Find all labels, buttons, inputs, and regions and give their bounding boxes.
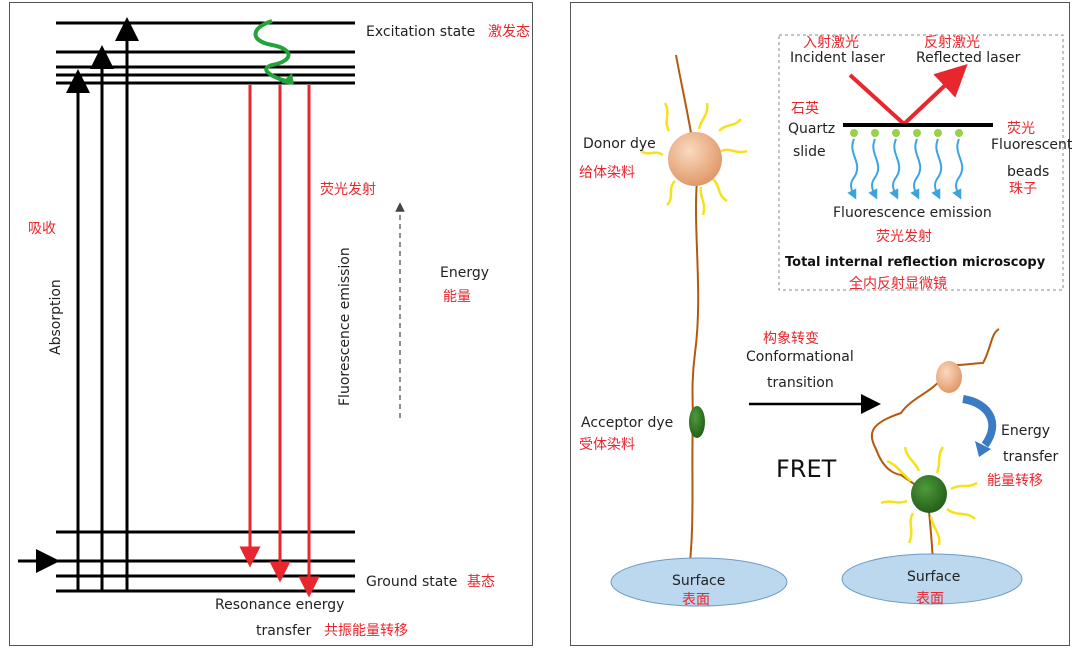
energy-transfer-cn: 能量转移 (987, 473, 1043, 489)
incident-laser-beam (848, 73, 906, 126)
absorption-cn: 吸收 (28, 221, 56, 237)
donor-cn: 给体染料 (579, 165, 635, 181)
ground-cn: 基态 (467, 573, 495, 590)
tirf-title: Total internal reflection microscopy (785, 255, 1046, 270)
beads-label-line1: Fluorescent (991, 137, 1073, 153)
energy-transfer-label-line2: transfer (1003, 449, 1059, 465)
emission-label: Fluorescence emission (833, 205, 992, 221)
acceptor-cn: 受体染料 (579, 437, 635, 453)
donor-label: Donor dye (583, 136, 656, 152)
incident-cn: 入射激光 (803, 34, 859, 51)
reflected-laser-beam (902, 64, 968, 126)
surface-right-cn: 表面 (916, 591, 944, 607)
reflected-cn: 反射激光 (924, 34, 980, 51)
beads-label-line2: beads (1007, 164, 1049, 180)
folded-tether-top (954, 328, 1000, 366)
surface-right-label: Surface (907, 569, 960, 585)
acceptor-dye-sphere (689, 406, 705, 438)
tirf-inset: 入射激光 Incident laser 反射激光 Reflected laser (778, 34, 1073, 292)
folded-donor-sphere (936, 361, 962, 393)
energy-transfer-label-line1: Energy (1001, 423, 1050, 439)
jablonski-panel: Excitation state 激发态 Ground state 基态 吸收 … (9, 2, 533, 646)
fret-label: FRET (776, 455, 837, 483)
surface-left (610, 557, 788, 607)
fluorescence-label: Fluorescence emission (337, 247, 353, 406)
energy-label: Energy (440, 265, 489, 281)
beads-cn2: 珠子 (1009, 181, 1037, 197)
quartz-label-line2: slide (793, 144, 826, 160)
fret-diagram: 入射激光 Incident laser 反射激光 Reflected laser (579, 34, 1073, 608)
tirf-inset-border (778, 34, 1064, 291)
quartz-cn: 石英 (791, 100, 819, 117)
donor-dye-sphere (668, 132, 722, 186)
fluorescence-cn: 荧光发射 (320, 181, 376, 198)
excitation-cn: 激发态 (488, 23, 530, 40)
emission-rays (847, 138, 964, 200)
tether-top (675, 54, 694, 146)
relaxation-arrowhead (281, 73, 294, 85)
absorption-arrows (66, 17, 139, 591)
conf-label-line2: transition (767, 375, 834, 391)
absorption-label: Absorption (48, 279, 64, 355)
folded-acceptor-sphere (911, 475, 947, 513)
surface-left-label: Surface (672, 573, 725, 589)
fluorescent-beads (850, 129, 963, 137)
excitation-label: Excitation state (366, 24, 475, 40)
ground-label: Ground state (366, 574, 457, 590)
conf-label-line1: Conformational (746, 349, 854, 365)
beads-cn: 荧光 (1007, 120, 1035, 137)
quartz-label-line1: Quartz (788, 121, 835, 137)
fret-panel: 入射激光 Incident laser 反射激光 Reflected laser (570, 2, 1073, 646)
emission-cn: 荧光发射 (876, 228, 932, 245)
jablonski-diagram: Excitation state 激发态 Ground state 基态 吸收 … (18, 17, 530, 639)
surface-right (841, 553, 1023, 605)
tirf-title-cn: 全内反射显微镜 (849, 275, 947, 292)
extended-molecule: Surface 表面 Donor dye 给体染料 Acceptor dye 受… (579, 54, 788, 608)
acceptor-waves (880, 446, 978, 546)
reflected-label: Reflected laser (916, 50, 1021, 66)
energy-cn: 能量 (443, 289, 471, 305)
folded-molecule: Energy transfer 能量转移 Surface 表面 (841, 328, 1059, 607)
incident-label: Incident laser (790, 50, 885, 66)
tether-main (688, 178, 700, 572)
resonance-cn: 共振能量转移 (324, 623, 408, 639)
conf-cn: 构象转变 (763, 331, 819, 347)
energy-transfer-arrowhead (975, 441, 991, 457)
donor-waves (640, 102, 748, 216)
fluorescence-arrows (239, 85, 320, 598)
acceptor-label: Acceptor dye (581, 415, 673, 431)
surface-left-cn: 表面 (682, 592, 710, 608)
resonance-label-line2: transfer (256, 623, 312, 639)
resonance-label-line1: Resonance energy (215, 597, 344, 613)
energy-transfer-arrow (962, 395, 997, 448)
relaxation-squiggle (253, 19, 291, 83)
